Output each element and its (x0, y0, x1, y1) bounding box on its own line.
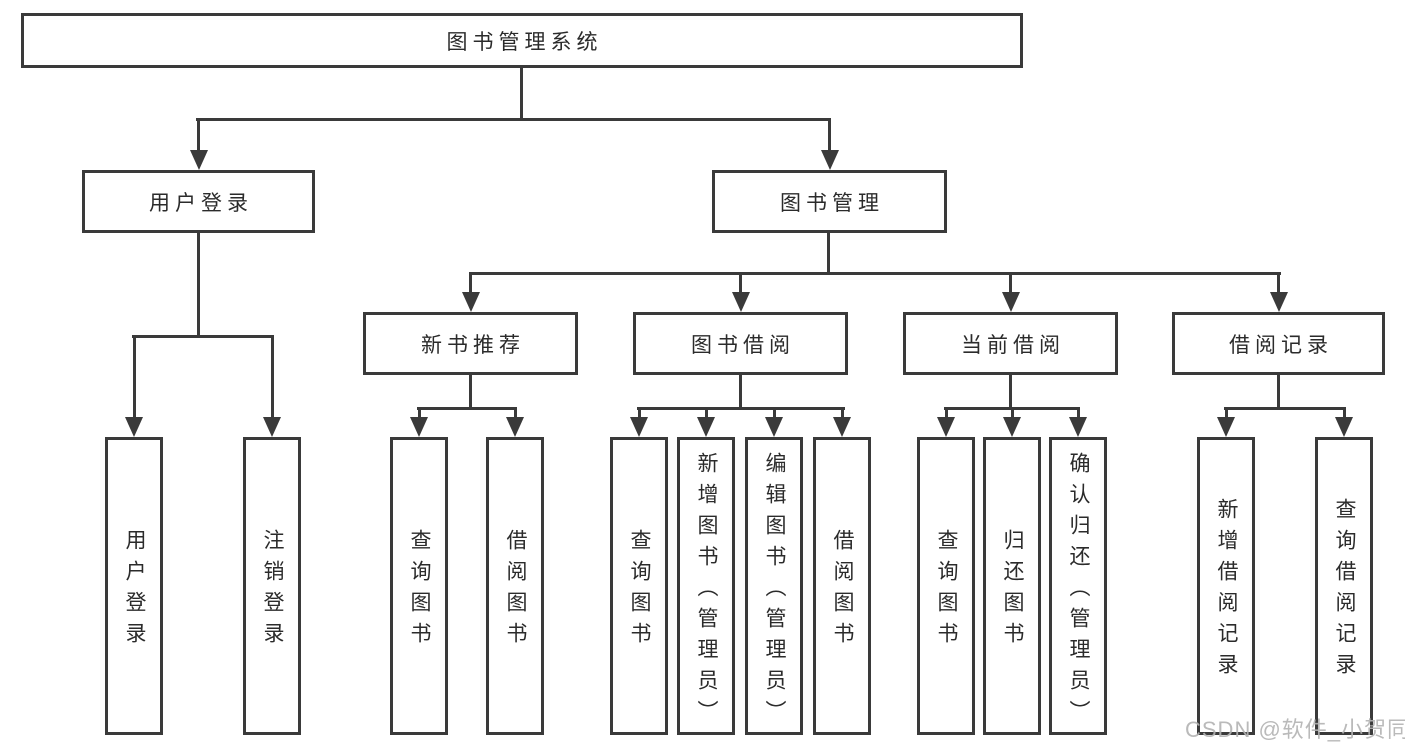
connector-line (1224, 407, 1346, 410)
node-new-book-recommend: 新书推荐 (363, 312, 578, 375)
connector-line (417, 407, 517, 410)
leaf-edit-book-admin: 编辑图书（管理员） (745, 437, 803, 735)
arrow-down-icon (1003, 417, 1021, 437)
connector-line (469, 375, 472, 410)
leaf-query-book-current: 查询图书 (917, 437, 975, 735)
arrow-down-icon (190, 150, 208, 170)
connector-line (1009, 272, 1012, 294)
connector-line (197, 233, 200, 338)
leaf-borrow-book-recommend: 借阅图书 (486, 437, 544, 735)
leaf-add-borrow-record: 新增借阅记录 (1197, 437, 1255, 735)
leaf-add-book-admin: 新增图书（管理员） (677, 437, 735, 735)
arrow-down-icon (506, 417, 524, 437)
connector-line (637, 407, 845, 410)
connector-line (132, 335, 274, 338)
connector-line (739, 375, 742, 410)
arrow-down-icon (462, 292, 480, 312)
connector-line (638, 407, 641, 419)
arrow-down-icon (765, 417, 783, 437)
leaf-user-login: 用户登录 (105, 437, 163, 735)
connector-line (418, 407, 421, 419)
connector-line (1343, 407, 1346, 419)
node-book-borrow: 图书借阅 (633, 312, 848, 375)
connector-line (945, 407, 948, 419)
arrow-down-icon (732, 292, 750, 312)
arrow-down-icon (263, 417, 281, 437)
connector-line (133, 335, 136, 419)
node-user-login: 用户登录 (82, 170, 315, 233)
connector-line (1277, 375, 1280, 410)
leaf-borrow-book: 借阅图书 (813, 437, 871, 735)
leaf-query-book-recommend: 查询图书 (390, 437, 448, 735)
connector-line (1277, 272, 1280, 294)
connector-line (827, 233, 830, 275)
arrow-down-icon (125, 417, 143, 437)
leaf-confirm-return-admin: 确认归还（管理员） (1049, 437, 1107, 735)
connector-line (705, 407, 708, 419)
connector-line (1009, 375, 1012, 410)
node-book-management: 图书管理 (712, 170, 947, 233)
connector-line (196, 118, 830, 121)
connector-line (197, 118, 200, 152)
connector-line (841, 407, 844, 419)
connector-line (1011, 407, 1014, 419)
connector-line (773, 407, 776, 419)
arrow-down-icon (630, 417, 648, 437)
connector-line (828, 118, 831, 152)
leaf-query-borrow-record: 查询借阅记录 (1315, 437, 1373, 735)
connector-line (469, 272, 1281, 275)
node-borrow-record: 借阅记录 (1172, 312, 1385, 375)
connector-line (514, 407, 517, 419)
connector-line (469, 272, 472, 294)
arrow-down-icon (821, 150, 839, 170)
arrow-down-icon (697, 417, 715, 437)
connector-line (520, 66, 523, 121)
arrow-down-icon (410, 417, 428, 437)
arrow-down-icon (833, 417, 851, 437)
leaf-query-book-borrow: 查询图书 (610, 437, 668, 735)
arrow-down-icon (1270, 292, 1288, 312)
arrow-down-icon (1069, 417, 1087, 437)
arrow-down-icon (1002, 292, 1020, 312)
leaf-logout: 注销登录 (243, 437, 301, 735)
watermark: CSDN @软件_小贺同学 (1185, 717, 1405, 742)
arrow-down-icon (1335, 417, 1353, 437)
connector-line (739, 272, 742, 294)
connector-line (271, 335, 274, 419)
arrow-down-icon (1217, 417, 1235, 437)
node-root: 图书管理系统 (21, 13, 1023, 68)
arrow-down-icon (937, 417, 955, 437)
node-current-borrow: 当前借阅 (903, 312, 1118, 375)
connector-line (1225, 407, 1228, 419)
connector-line (1077, 407, 1080, 419)
leaf-return-book: 归还图书 (983, 437, 1041, 735)
